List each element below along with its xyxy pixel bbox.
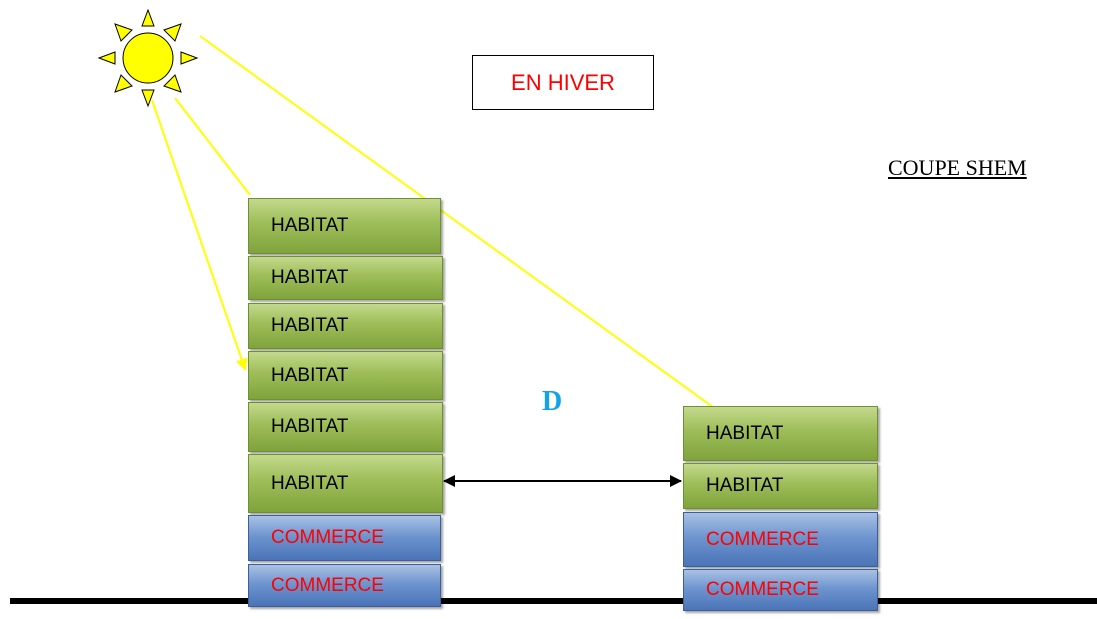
- floor-label: HABITAT: [271, 472, 349, 494]
- floor-label: HABITAT: [271, 315, 349, 336]
- floor-label: COMMERCE: [271, 527, 384, 548]
- floor-label: HABITAT: [706, 475, 784, 496]
- right-floor-habitat-2: HABITAT: [683, 406, 878, 461]
- left-floor-habitat-4: HABITAT: [248, 303, 443, 349]
- left-floor-commerce-1: COMMERCE: [248, 564, 441, 607]
- floor-label: HABITAT: [271, 215, 349, 236]
- sun-ray-long: [199, 35, 730, 420]
- left-floor-habitat-3: HABITAT: [248, 351, 443, 400]
- season-label: EN HIVER: [511, 69, 615, 95]
- distance-label: D: [542, 386, 563, 417]
- floor-label: HABITAT: [706, 422, 784, 444]
- season-label-box: EN HIVER: [472, 55, 654, 110]
- floor-label: COMMERCE: [706, 579, 819, 600]
- sun-icon: [97, 8, 199, 108]
- floor-label: HABITAT: [271, 267, 349, 288]
- section-title: COUPE SHEM: [888, 155, 1027, 180]
- floor-label: COMMERCE: [706, 528, 819, 550]
- floor-label: HABITAT: [271, 416, 349, 437]
- left-floor-habitat-5: HABITAT: [248, 256, 443, 300]
- floor-label: HABITAT: [271, 364, 349, 386]
- left-floor-habitat-1: HABITAT: [248, 454, 443, 513]
- sun-ray-mid: [174, 97, 251, 196]
- sun-ray-steep: [151, 99, 248, 371]
- floor-label: COMMERCE: [271, 574, 384, 596]
- left-floor-commerce-2: COMMERCE: [248, 515, 441, 561]
- right-floor-habitat-1: HABITAT: [683, 463, 878, 509]
- right-floor-commerce-2: COMMERCE: [683, 512, 878, 567]
- left-floor-habitat-2: HABITAT: [248, 402, 443, 452]
- left-floor-habitat-6: HABITAT: [248, 198, 441, 254]
- right-floor-commerce-1: COMMERCE: [683, 569, 878, 611]
